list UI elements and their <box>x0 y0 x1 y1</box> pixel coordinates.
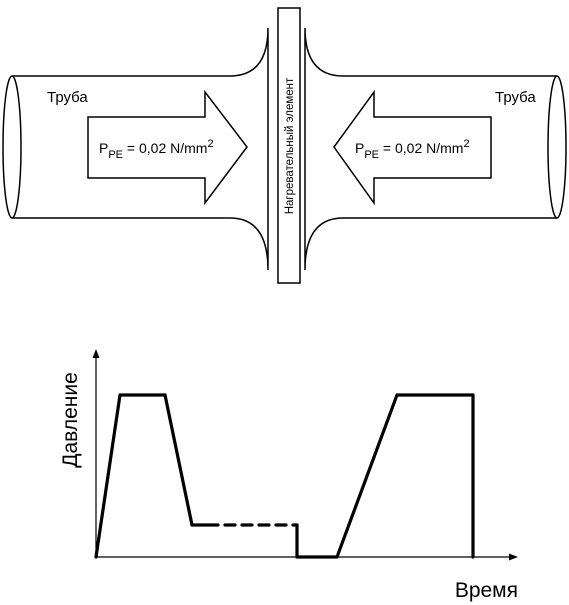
pressure-label-right: PPE = 0,02 N/mm2 <box>355 138 470 161</box>
pressure-left-value: = 0,02 N/mm <box>123 140 207 156</box>
profile-segment <box>335 393 399 559</box>
pressure-profile <box>94 393 475 559</box>
pressure-right-subscript: PE <box>364 149 379 161</box>
pressure-left-superscript: 2 <box>207 138 213 150</box>
left-pipe-end <box>2 75 22 219</box>
right-pipe-end <box>547 75 567 219</box>
heating-element-label: Нагревательный элемент <box>284 77 296 214</box>
profile-segment <box>94 393 122 559</box>
pressure-arrow-right <box>87 89 248 206</box>
pressure-left-symbol: P <box>99 140 108 156</box>
pressure-left-subscript: PE <box>108 149 123 161</box>
y-axis-arrowhead <box>92 349 100 358</box>
pressure-arrow-left <box>333 89 492 206</box>
pressure-right-superscript: 2 <box>463 138 469 150</box>
x-axis-arrowhead <box>509 553 518 561</box>
heating-element <box>277 7 301 284</box>
profile-segment <box>163 393 194 527</box>
pressure-right-value: = 0,02 N/mm <box>379 140 463 156</box>
pipe-diagram: Нагревательный элемент Труба Труба PPE =… <box>2 7 567 284</box>
pressure-label-left: PPE = 0,02 N/mm2 <box>99 138 214 161</box>
pipe-label-right: Труба <box>495 89 536 106</box>
pressure-graph: Давление Время <box>59 349 518 602</box>
pressure-right-symbol: P <box>355 140 364 156</box>
pipe-label-left: Труба <box>47 89 88 106</box>
x-axis-label: Время <box>455 579 518 602</box>
y-axis-label: Давление <box>59 372 82 468</box>
